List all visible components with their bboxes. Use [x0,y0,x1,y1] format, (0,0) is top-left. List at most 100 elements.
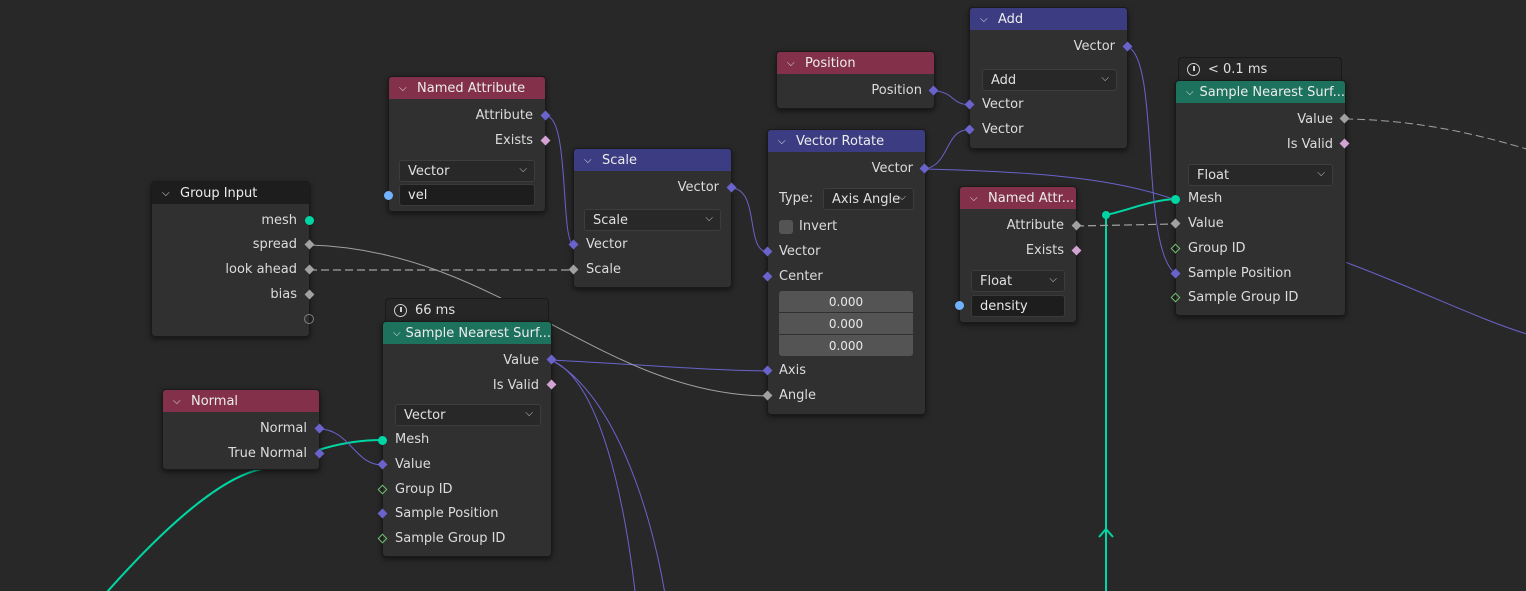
chevron-down-icon[interactable]: ⌵ [970,192,978,204]
node-title: Named Attr... [988,190,1075,206]
reroute-dot [1102,211,1110,219]
operation-dropdown[interactable]: Scale⌵ [584,209,721,231]
chevron-down-icon[interactable]: ⌵ [399,82,407,94]
node-header[interactable]: ⌵ Add [970,8,1127,30]
socket-label-vector-in-a: Vector [982,97,1024,112]
node-sample-nearest-surface[interactable]: ⌵Sample Nearest Surf... Value Is Valid V… [382,321,552,557]
node-title: Named Attribute [417,80,526,96]
socket-mesh-in[interactable] [378,436,387,445]
socket-label-is-valid: Is Valid [1286,137,1333,152]
chevron-down-icon: ⌵ [898,192,906,203]
node-header[interactable]: ⌵ Named Attribute [389,77,545,99]
node-vector-rotate[interactable]: ⌵Vector Rotate Vector Type: Axis Angle⌵ … [767,129,926,415]
socket-label-vector-out: Vector [1073,39,1115,54]
node-named-attribute[interactable]: ⌵Named Attribute Attribute Exists Vector… [388,76,546,212]
node-title: Add [998,11,1024,27]
data-type-dropdown[interactable]: Vector⌵ [395,404,541,426]
node-header[interactable]: ⌵ Scale [574,149,731,171]
chevron-down-icon[interactable]: ⌵ [1186,86,1194,98]
dropdown-value: Vector [408,163,450,179]
socket-label-position: Position [871,83,922,98]
chevron-down-icon[interactable]: ⌵ [584,154,592,166]
node-title: Sample Nearest Surf... [1199,84,1346,100]
chevron-down-icon[interactable]: ⌵ [787,57,795,69]
data-type-dropdown[interactable]: Float⌵ [1188,164,1333,186]
link-sample2-out-float [1344,118,1526,150]
socket-mesh-out[interactable] [305,216,314,225]
node-title: Scale [602,152,637,168]
node-title: Group Input [180,185,258,201]
node-group-input[interactable]: ⌵Group Input mesh spread look ahead bias [151,181,310,337]
node-title: Vector Rotate [796,133,885,149]
socket-label-value-out: Value [503,353,539,368]
dropdown-value: Axis Angle [832,191,901,207]
chevron-down-icon[interactable]: ⌵ [980,13,988,25]
chevron-down-icon: ⌵ [705,213,713,224]
link-rotate-to-add [924,129,971,170]
socket-label-true-normal: True Normal [228,446,307,461]
chevron-down-icon[interactable]: ⌵ [173,395,181,407]
name-field[interactable]: density [971,295,1065,317]
data-type-dropdown[interactable]: Vector⌵ [399,160,535,182]
node-timer: 66 ms [385,298,549,322]
rotation-type-dropdown[interactable]: Axis Angle⌵ [823,188,914,210]
socket-name-in[interactable] [955,301,964,310]
node-named-attribute-density[interactable]: ⌵ Named Attr... Attribute Exists Float⌵ d… [959,186,1077,323]
socket-label-center: Center [779,269,823,284]
link-rotate-to-mesh2 [924,168,1177,201]
chevron-down-icon[interactable]: ⌵ [162,187,170,199]
data-type-dropdown[interactable]: Float⌵ [971,270,1065,292]
node-position[interactable]: ⌵Position Position [776,51,935,109]
stopwatch-icon [1187,63,1200,76]
socket-label-value-in: Value [1188,216,1224,231]
socket-label-bias: bias [270,287,297,302]
node-header[interactable]: ⌵ Sample Nearest Surf... [1176,81,1345,103]
name-field[interactable]: vel [399,184,535,206]
socket-label-vector-in-b: Vector [982,122,1024,137]
center-x-field[interactable]: 0.000 [779,291,913,312]
node-scale[interactable]: ⌵Scale Vector Scale⌵ Vector Scale [573,148,732,288]
link-add-to-sample-pos [1127,46,1177,275]
chevron-down-icon[interactable]: ⌵ [778,135,786,147]
socket-label-spread: spread [252,237,297,252]
node-normal[interactable]: ⌵ Normal Normal True Normal [162,389,320,470]
dropdown-value: Float [980,273,1013,289]
center-z-field[interactable]: 0.000 [779,335,913,356]
socket-mesh-in[interactable] [1171,195,1180,204]
socket-virtual-out[interactable] [304,314,314,324]
chevron-down-icon: ⌵ [1317,168,1325,179]
link-scale-to-rotate [731,187,769,253]
center-x-value: 0.000 [828,294,864,309]
node-header[interactable]: ⌵ Group Input [152,182,309,204]
center-y-field[interactable]: 0.000 [779,313,913,334]
operation-dropdown[interactable]: Add ⌵ [982,69,1117,91]
node-header[interactable]: ⌵Position [777,52,934,74]
socket-label-sample-group-id: Sample Group ID [1188,290,1299,305]
socket-label-exists: Exists [1025,243,1064,258]
node-add[interactable]: ⌵ Add Vector Add ⌵ Vector Vector [969,7,1128,149]
socket-label-sample-position: Sample Position [395,506,499,521]
node-sample-nearest-surface-2[interactable]: ⌵ Sample Nearest Surf... Value Is Valid F… [1175,80,1346,316]
node-title: Normal [191,393,239,409]
dropdown-value: Add [991,72,1017,88]
invert-checkbox[interactable] [779,220,793,234]
dropdown-value: Vector [404,407,446,423]
node-header[interactable]: ⌵ Named Attr... [960,187,1076,209]
chevron-down-icon[interactable]: ⌵ [393,327,401,339]
chevron-down-icon: ⌵ [1101,73,1109,84]
socket-label-attribute: Attribute [1006,218,1064,233]
node-header[interactable]: ⌵Sample Nearest Surf... [383,322,551,344]
link-sample1-down-a [550,359,636,591]
node-header[interactable]: ⌵ Normal [163,390,319,412]
link-attr-to-scale [545,115,575,246]
stopwatch-icon [394,304,407,317]
socket-label-exists: Exists [494,133,533,148]
center-y-value: 0.000 [828,316,864,331]
type-label: Type: [779,191,814,206]
link-sample1-to-axis [550,359,769,372]
socket-label-axis: Axis [779,363,806,378]
node-header[interactable]: ⌵ Vector Rotate [768,130,925,152]
center-z-value: 0.000 [828,338,864,353]
socket-name-in[interactable] [384,191,393,200]
